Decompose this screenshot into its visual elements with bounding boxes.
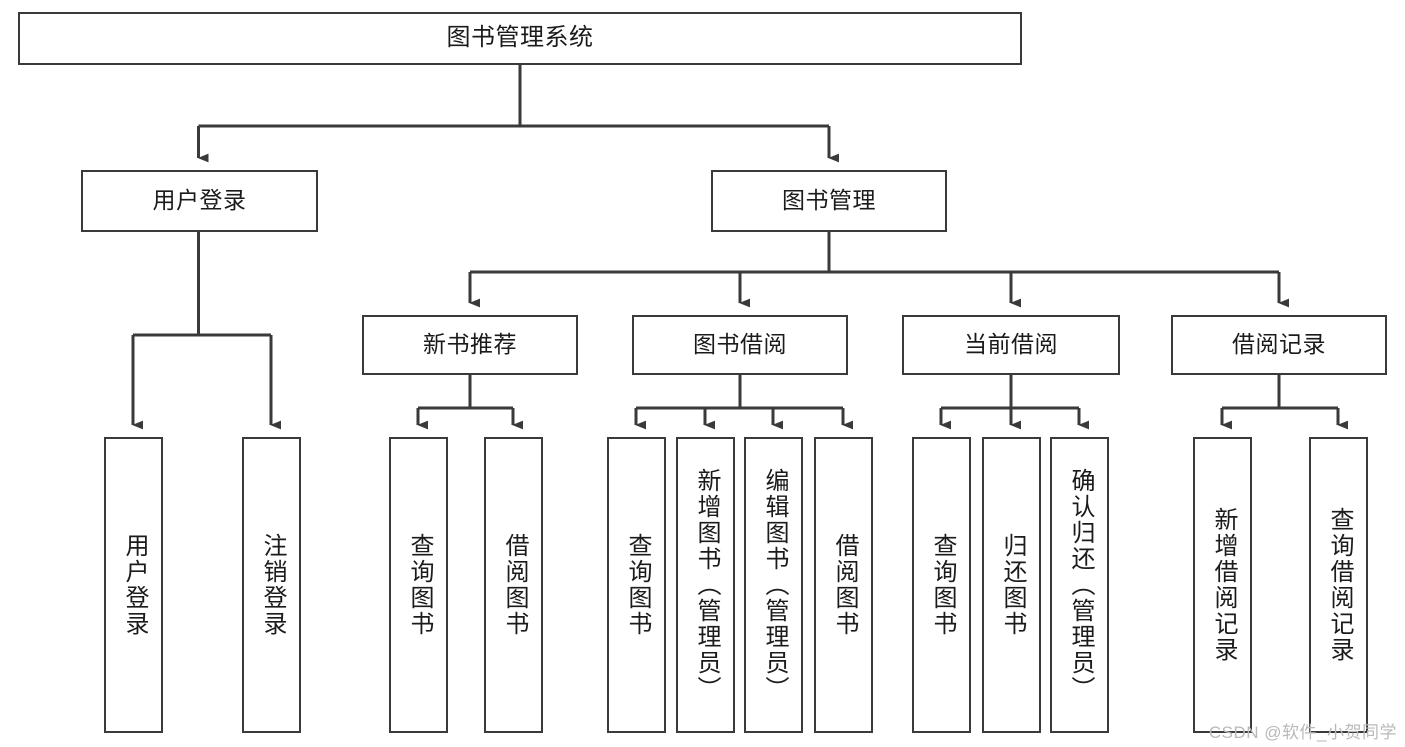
node-label: 新增图书（管理员） [692, 468, 720, 702]
leaf-return-book[interactable]: 归还图书 [982, 437, 1041, 733]
node-label: 用户登录 [152, 187, 247, 214]
leaf-query-borrow-record[interactable]: 查询借阅记录 [1309, 437, 1368, 733]
leaf-borrow-book-recommend[interactable]: 借阅图书 [484, 437, 543, 733]
node-label: 归还图书 [998, 533, 1026, 637]
leaf-add-book-admin[interactable]: 新增图书（管理员） [676, 437, 735, 733]
leaf-query-book-recommend[interactable]: 查询图书 [389, 437, 448, 733]
leaf-edit-book-admin[interactable]: 编辑图书（管理员） [744, 437, 803, 733]
node-borrow-record[interactable]: 借阅记录 [1171, 315, 1387, 375]
node-label: 查询图书 [623, 533, 651, 637]
node-label: 图书借阅 [693, 331, 787, 358]
node-label: 图书管理系统 [446, 24, 594, 52]
csdn-watermark: CSDN @软件_小贺同学 [1208, 723, 1397, 742]
leaf-user-login[interactable]: 用户登录 [104, 437, 163, 733]
node-label: 图书管理 [782, 187, 876, 214]
node-label: 新书推荐 [423, 331, 517, 358]
node-current-borrow[interactable]: 当前借阅 [902, 315, 1120, 375]
node-label: 当前借阅 [964, 331, 1058, 358]
node-label: 用户登录 [120, 533, 148, 637]
node-label: 借阅记录 [1232, 331, 1326, 358]
node-new-book-recommendation[interactable]: 新书推荐 [362, 315, 578, 375]
leaf-logout-login[interactable]: 注销登录 [242, 437, 301, 733]
node-label: 借阅图书 [500, 533, 528, 637]
leaf-add-borrow-record[interactable]: 新增借阅记录 [1193, 437, 1252, 733]
node-label: 查询图书 [405, 533, 433, 637]
node-label: 注销登录 [258, 533, 286, 637]
node-book-management[interactable]: 图书管理 [711, 170, 947, 232]
node-user-login[interactable]: 用户登录 [81, 170, 318, 232]
leaf-query-book-current[interactable]: 查询图书 [912, 437, 971, 733]
node-label: 确认归还（管理员） [1066, 468, 1094, 702]
node-book-borrow[interactable]: 图书借阅 [632, 315, 848, 375]
node-label: 借阅图书 [830, 533, 858, 637]
leaf-query-book-borrow[interactable]: 查询图书 [607, 437, 666, 733]
node-label: 编辑图书（管理员） [760, 468, 788, 702]
node-label: 查询借阅记录 [1325, 507, 1353, 663]
leaf-borrow-book[interactable]: 借阅图书 [814, 437, 873, 733]
node-book-management-system[interactable]: 图书管理系统 [18, 12, 1022, 65]
leaf-confirm-return-admin[interactable]: 确认归还（管理员） [1050, 437, 1109, 733]
node-label: 查询图书 [928, 533, 956, 637]
node-label: 新增借阅记录 [1209, 507, 1237, 663]
